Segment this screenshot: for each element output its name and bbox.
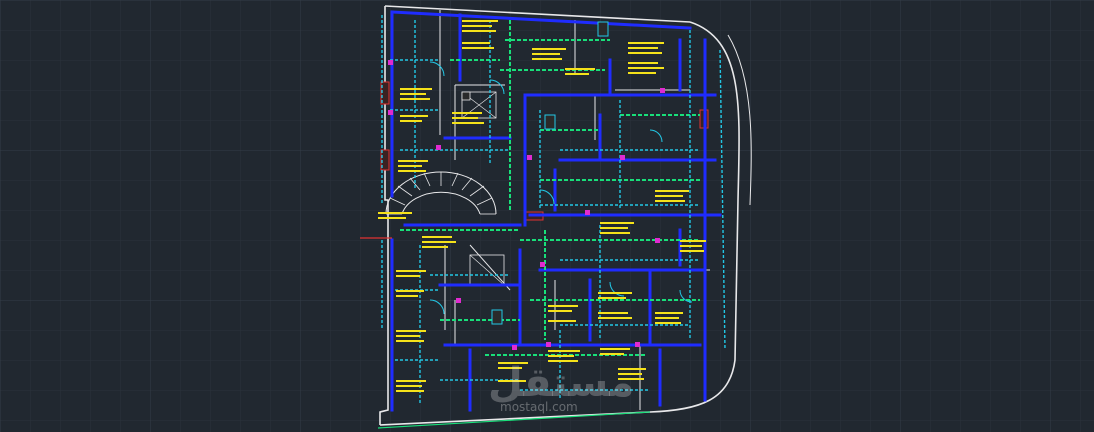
label-block xyxy=(396,380,426,392)
label-block xyxy=(600,348,630,355)
green-baseline xyxy=(377,411,651,429)
label-block xyxy=(680,240,706,252)
interior-walls xyxy=(439,10,710,410)
door-swings xyxy=(429,61,693,315)
duct-fittings xyxy=(388,21,665,350)
label-block xyxy=(598,292,632,319)
label-block xyxy=(628,42,664,74)
label-block xyxy=(378,212,412,219)
spiral-staircase xyxy=(385,171,497,215)
annotation-labels xyxy=(378,20,706,392)
label-block xyxy=(452,112,484,124)
label-block xyxy=(462,20,498,49)
label-block xyxy=(548,350,580,362)
label-block xyxy=(600,222,634,234)
label-block xyxy=(532,48,566,60)
label-block xyxy=(396,330,426,342)
label-block xyxy=(396,270,426,297)
label-block xyxy=(498,362,528,382)
label-block xyxy=(422,236,456,248)
label-block xyxy=(655,312,683,324)
label-block xyxy=(398,160,428,172)
duct-blue xyxy=(390,10,722,412)
label-block xyxy=(400,88,432,122)
label-block xyxy=(618,368,646,380)
label-block xyxy=(548,305,578,322)
label-block xyxy=(565,68,595,75)
label-block xyxy=(655,190,689,202)
